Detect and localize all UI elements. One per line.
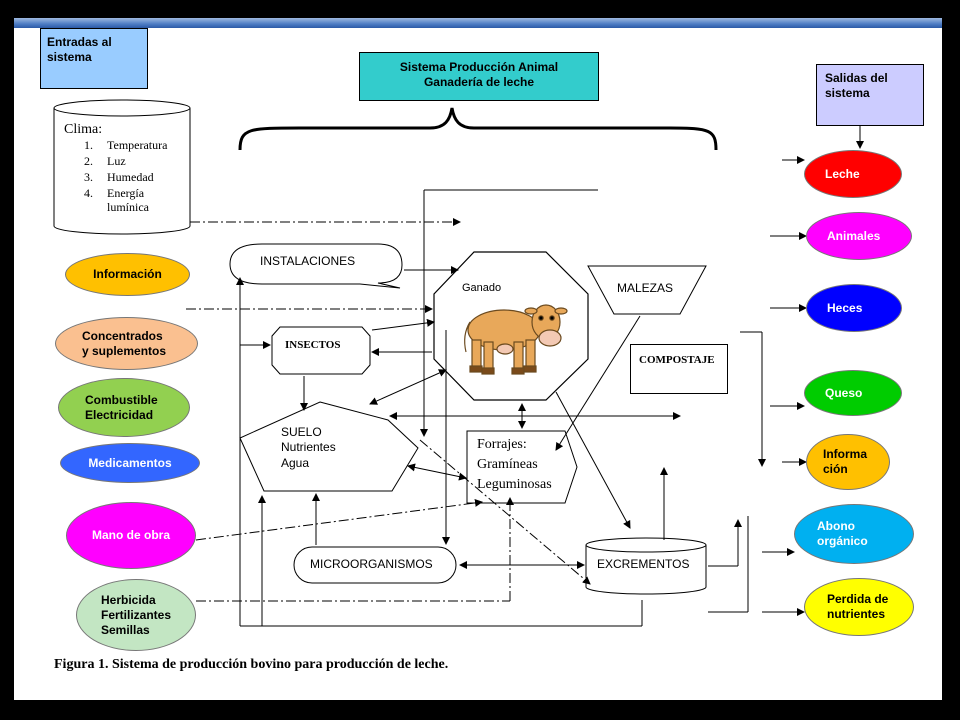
input-label-concentrados: Concentrados y suplementos [82,328,167,358]
microorganismos-pill [293,546,457,584]
instalaciones-callout [229,243,403,289]
input-oval-combustible: Combustible Electricidad [58,378,190,437]
output-oval-abono: Abono orgánico [794,504,914,564]
input-oval-informacion: Información [65,253,190,296]
output-oval-queso: Queso [804,370,902,416]
inputs-header-title: Entradas al sistema [47,35,112,64]
insectos-label: INSECTOS [285,339,341,351]
outputs-header-box: Salidas del sistema [816,64,924,126]
output-oval-animales: Animales [806,212,912,260]
excrementos-label: EXCREMENTOS [597,557,690,571]
output-label-informacion: Informa ción [823,447,868,476]
system-title-line2: Ganadería de leche [423,75,535,89]
input-oval-herbicida: Herbicida Fertilizantes Semillas [76,579,196,651]
forrajes-label-2: Gramíneas [477,457,538,472]
microorganismos-label: MICROORGANISMOS [310,557,433,571]
output-label-queso: Queso [825,385,863,400]
output-oval-leche: Leche [804,150,902,198]
inputs-header-box: Entradas al sistema [40,28,148,89]
output-oval-heces: Heces [806,284,902,332]
suelo-label-2: Nutrientes [281,440,336,454]
system-brace [238,107,718,151]
compostaje-label: COMPOSTAJE [639,354,715,366]
input-label-informacion: Información [93,267,162,281]
output-oval-informacion: Informa ción [806,434,890,490]
compostaje-box: COMPOSTAJE [630,344,728,394]
output-label-abono: Abono orgánico [817,519,868,548]
output-label-perdida: Perdida de nutrientes [827,592,889,621]
cow-illustration [464,295,568,375]
ganado-label: Ganado [462,282,502,294]
malezas-trapezoid [587,265,707,315]
climate-title: Clima: [64,122,103,137]
output-oval-perdida: Perdida de nutrientes [804,578,914,636]
instalaciones-label: INSTALACIONES [260,254,356,268]
input-oval-concentrados: Concentrados y suplementos [55,317,198,370]
input-label-medicamentos: Medicamentos [88,455,172,470]
input-oval-mano-de-obra: Mano de obra [66,502,196,569]
suelo-label-1: SUELO [281,425,322,439]
malezas-label: MALEZAS [617,281,674,295]
insectos-shape [271,326,371,375]
system-header-box: Sistema Producción Animal Ganadería de l… [359,52,599,101]
figure-caption: Figura 1. Sistema de producción bovino p… [54,657,449,672]
suelo-label-3: Agua [281,456,310,470]
climate-item-3: 3.Humedad [84,170,154,184]
slide-top-bar [14,18,942,28]
input-label-herbicida: Herbicida Fertilizantes Semillas [101,592,172,637]
input-label-mano-de-obra: Mano de obra [91,528,170,542]
excrementos-cylinder [585,537,707,595]
forrajes-label-3: Leguminosas [477,477,552,492]
outputs-header-title: Salidas del sistema [825,71,888,100]
climate-item-2: 2.Luz [84,154,126,168]
output-label-animales: Animales [827,228,881,243]
forrajes-shape [466,430,578,504]
climate-item-4: 4.Energía lumínica [84,186,149,214]
system-title-line1: Sistema Producción Animal [399,60,559,74]
output-label-heces: Heces [827,300,863,315]
output-label-leche: Leche [825,166,860,181]
climate-cylinder [53,99,191,235]
forrajes-label-1: Forrajes: [477,437,527,452]
input-oval-medicamentos: Medicamentos [60,443,200,483]
climate-item-1: 1.Temperatura [84,138,168,152]
input-label-combustible: Combustible Electricidad [85,392,158,422]
